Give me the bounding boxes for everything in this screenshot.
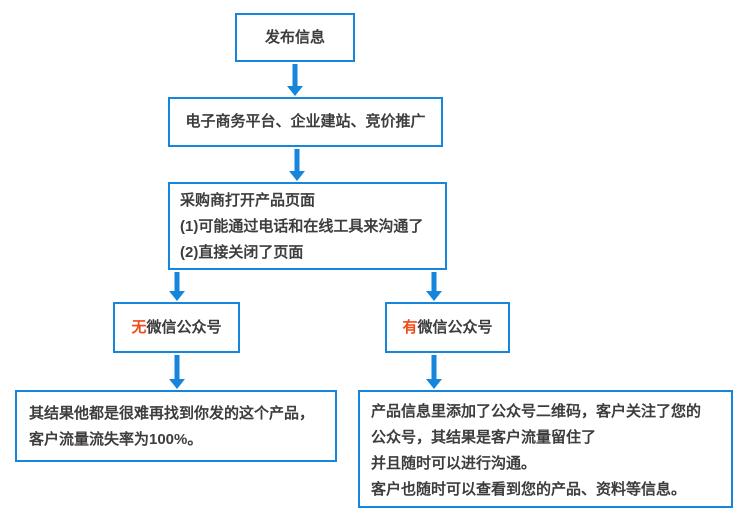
result-lost-line-1: 其结果他都是很难再找到你发的这个产品， xyxy=(29,405,315,422)
arrow-down-icon xyxy=(169,272,185,301)
node-platforms: 电子商务平台、企业建站、竞价推广 xyxy=(168,97,443,147)
node-result-traffic-kept: 产品信息里添加了公众号二维码，客户关注了您的 公众号，其结果是客户流量留住了 并… xyxy=(358,390,733,508)
result-kept-line-4: 客户也随时可以查看到您的产品、资料等信息。 xyxy=(371,481,687,498)
arrow-down-icon xyxy=(289,149,305,181)
node-buyer-line-3: (2)直接关闭了页面 xyxy=(180,244,304,261)
result-kept-line-3: 并且随时可以进行沟通。 xyxy=(371,455,537,472)
result-kept-line-2: 公众号，其结果是客户流量留住了 xyxy=(371,429,597,446)
node-platforms-label: 电子商务平台、企业建站、竞价推广 xyxy=(185,113,426,130)
arrow-down-icon xyxy=(426,355,442,389)
node-buyer-opens-page: 采购商打开产品页面 (1)可能通过电话和在线工具来沟通了 (2)直接关闭了页面 xyxy=(168,182,447,270)
arrow-down-icon xyxy=(169,355,185,389)
has-wechat-highlight: 有 xyxy=(402,318,418,336)
no-wechat-highlight: 无 xyxy=(131,318,147,336)
has-wechat-rest: 微信公众号 xyxy=(417,318,493,336)
node-no-wechat-account: 无微信公众号 xyxy=(113,302,240,353)
node-publish-info-label: 发布信息 xyxy=(264,28,325,46)
node-no-wechat-label: 无微信公众号 xyxy=(131,315,221,341)
result-lost-line-2: 客户流量流失率为100%。 xyxy=(29,431,203,448)
node-buyer-line-1: 采购商打开产品页面 xyxy=(180,192,316,209)
no-wechat-rest: 微信公众号 xyxy=(146,318,222,336)
node-publish-info: 发布信息 xyxy=(235,13,355,62)
node-has-wechat-account: 有微信公众号 xyxy=(385,302,510,353)
arrow-down-icon xyxy=(426,272,442,301)
result-kept-line-1: 产品信息里添加了公众号二维码，客户关注了您的 xyxy=(371,403,702,420)
node-result-traffic-lost: 其结果他都是很难再找到你发的这个产品， 客户流量流失率为100%。 xyxy=(15,390,337,462)
arrow-down-icon xyxy=(287,64,303,96)
node-buyer-line-2: (1)可能通过电话和在线工具来沟通了 xyxy=(180,218,424,235)
node-has-wechat-label: 有微信公众号 xyxy=(402,315,492,341)
